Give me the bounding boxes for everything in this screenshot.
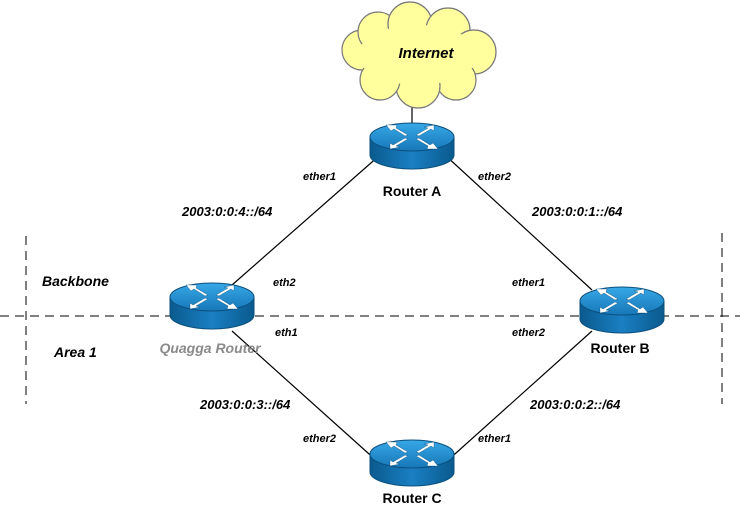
- link-routerA-quagga: [231, 154, 381, 286]
- router-b-ether2-label: ether2: [512, 327, 545, 339]
- link-quagga-routerC: [231, 330, 379, 463]
- router-a-ether2-label: ether2: [478, 171, 511, 183]
- router-a-ether1-label: ether1: [303, 171, 336, 183]
- backbone-area-label: Backbone: [42, 273, 109, 289]
- quagga-eth1-label: eth1: [275, 327, 298, 339]
- internet-label: Internet: [398, 45, 454, 62]
- router-b-icon[interactable]: [579, 286, 665, 334]
- router-c-ether1-label: ether1: [478, 433, 511, 445]
- network-qc-label: 2003:0:0:3::/64: [199, 397, 291, 412]
- quagga-router-icon[interactable]: [169, 282, 255, 330]
- router-b-label: Router B: [590, 340, 649, 356]
- area1-label: Area 1: [53, 344, 97, 360]
- link-routerB-routerC: [445, 330, 593, 463]
- router-b-ether1-label: ether1: [512, 277, 545, 289]
- quagga-eth2-label: eth2: [273, 277, 296, 289]
- internet-cloud: Internet: [341, 1, 497, 109]
- quagga-router-label: Quagga Router: [159, 340, 262, 356]
- router-a-label: Router A: [383, 183, 442, 199]
- router-c-icon[interactable]: [369, 439, 455, 487]
- network-qa-label: 2003:0:0:4::/64: [181, 204, 273, 219]
- router-c-label: Router C: [382, 490, 441, 506]
- router-c-ether2-label: ether2: [303, 433, 336, 445]
- link-routerA-routerB: [444, 154, 593, 291]
- network-ab-label: 2003:0:0:1::/64: [531, 204, 623, 219]
- network-bc-label: 2003:0:0:2::/64: [529, 397, 621, 412]
- router-a-icon[interactable]: [369, 122, 455, 170]
